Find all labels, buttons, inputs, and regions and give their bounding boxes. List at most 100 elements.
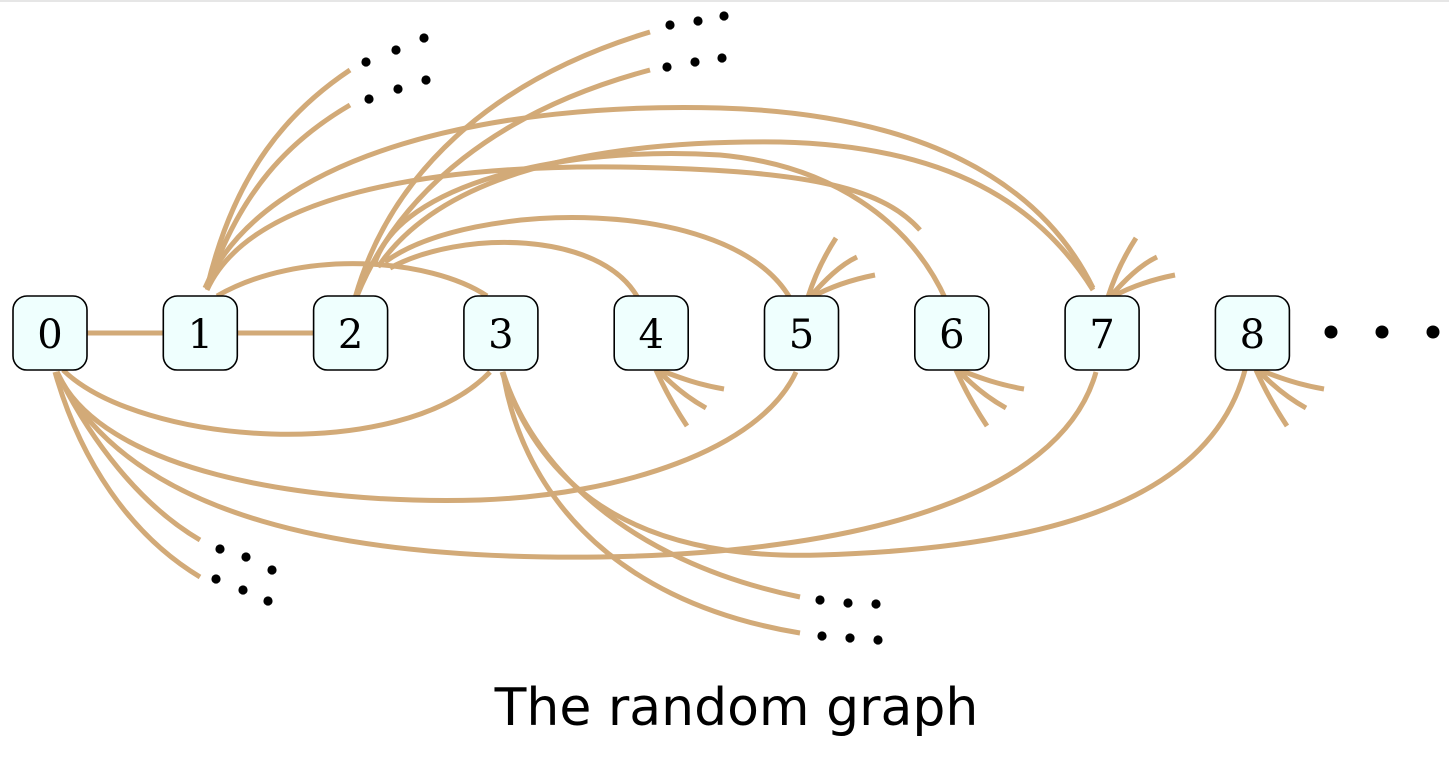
- edge-stub-6-fan-b: [956, 368, 1008, 411]
- node-label-8: 8: [1240, 312, 1265, 358]
- ellipsis-2-upper-dot-2: [693, 16, 703, 26]
- ellipsis-0-upper: [215, 544, 277, 575]
- node-label-1: 1: [188, 312, 213, 358]
- edge-stub-2-up-a: [352, 29, 651, 299]
- ellipsis-2-upper: [665, 11, 729, 30]
- edge-stub-3-down-b: [500, 371, 801, 636]
- ellipsis-1-lower-dot-3: [421, 75, 431, 85]
- ellipsis-1-lower-dot-2: [393, 84, 403, 94]
- edge-stub-8-fan-a: [1253, 368, 1290, 428]
- edge-stub-6-fan-a: [953, 368, 990, 428]
- edge-stub-8-fan-b: [1256, 368, 1308, 411]
- edge-stub-4-fan-c: [659, 367, 725, 392]
- edge-stub-1-up-b: [204, 102, 352, 289]
- ellipsis-0-lower: [211, 574, 273, 606]
- node-2: 2: [312, 295, 389, 371]
- edge-stubs-layer: [52, 29, 1325, 636]
- node-box-4: [613, 295, 690, 371]
- node-box-6: [913, 295, 990, 371]
- edge-stub-8-fan-c: [1259, 367, 1325, 392]
- edge-stub-6-fan-c: [959, 367, 1025, 392]
- edge-2-4: [388, 239, 641, 300]
- ellipsis-dots-layer: [211, 11, 1440, 645]
- ellipsis-0-lower-dot-3: [263, 596, 273, 606]
- edge-stub-7-fan-c: [1110, 272, 1176, 300]
- edge-1-7: [202, 105, 1096, 290]
- edge-stub-7-fan-a: [1105, 236, 1139, 298]
- edge-stub-3-down-a: [500, 371, 801, 600]
- ellipsis-2-upper-dot-1: [665, 20, 675, 30]
- edge-stub-5-fan-a: [805, 236, 839, 298]
- ellipsis-3-lower-dot-3: [873, 635, 883, 645]
- node-label-4: 4: [638, 312, 663, 358]
- node-box-0: [12, 295, 88, 371]
- edge-0-3: [61, 368, 492, 437]
- top-border: [0, 0, 1449, 2]
- ellipsis-continuation: [1324, 325, 1440, 339]
- ellipsis-3-upper-dot-1: [815, 595, 825, 605]
- edge-stub-0-down-a: [54, 370, 202, 543]
- ellipsis-1-upper-dot-3: [419, 33, 429, 43]
- ellipsis-0-lower-dot-1: [211, 574, 221, 584]
- ellipsis-0-upper-dot-3: [267, 565, 277, 575]
- ellipsis-3-lower: [817, 631, 883, 645]
- ellipsis-3-lower-dot-2: [845, 633, 855, 643]
- node-box-8: [1214, 295, 1291, 371]
- edge-2-7: [375, 139, 1096, 292]
- ellipsis-0-upper-dot-1: [215, 544, 225, 554]
- node-7: 7: [1064, 295, 1140, 371]
- node-0: 0: [12, 295, 88, 371]
- ellipsis-2-lower-dot-3: [717, 53, 727, 63]
- ellipsis-1-upper-dot-1: [361, 57, 371, 67]
- edge-stub-7-fan-b: [1108, 254, 1159, 299]
- ellipsis-1-lower: [364, 75, 431, 104]
- edge-stub-5-fan-b: [808, 254, 859, 299]
- edge-stub-1-up-a: [204, 67, 352, 289]
- node-box-7: [1064, 295, 1140, 371]
- ellipsis-0-upper-dot-2: [241, 552, 251, 562]
- node-label-2: 2: [338, 312, 363, 358]
- node-3: 3: [463, 295, 539, 371]
- ellipsis-2-upper-dot-3: [719, 11, 729, 21]
- ellipsis-3-upper-dot-3: [871, 599, 881, 609]
- node-box-5: [763, 295, 840, 371]
- ellipsis-2-lower: [662, 53, 727, 72]
- node-box-2: [312, 295, 389, 371]
- ellipsis-continuation-dot-1: [1324, 325, 1338, 339]
- ellipsis-0-lower-dot-2: [238, 585, 248, 595]
- edge-2-6: [372, 150, 949, 302]
- edge-1-6: [204, 164, 922, 292]
- edge-stub-4-fan-b: [656, 368, 708, 411]
- ellipsis-continuation-dot-2: [1375, 325, 1389, 339]
- node-label-3: 3: [488, 312, 513, 358]
- edge-1-3: [215, 261, 489, 299]
- node-box-3: [463, 295, 539, 371]
- edge-0-5: [54, 370, 799, 503]
- node-1: 1: [162, 295, 239, 371]
- ellipsis-2-lower-dot-1: [662, 62, 672, 72]
- edge-stub-5-fan-c: [810, 272, 876, 300]
- node-label-5: 5: [789, 312, 814, 358]
- ellipsis-3-lower-dot-1: [817, 631, 827, 641]
- edge-0-7: [54, 370, 1099, 560]
- ellipsis-continuation-dot-3: [1426, 325, 1440, 339]
- ellipsis-1-lower-dot-1: [364, 94, 374, 104]
- diagram-caption: The random graph: [494, 678, 979, 738]
- edge-stub-2-up-b: [354, 67, 651, 297]
- node-label-0: 0: [37, 312, 62, 358]
- node-label-6: 6: [939, 312, 964, 358]
- node-6: 6: [913, 295, 990, 371]
- nodes-layer: 0 1 2 3 4 5 6 7 8: [12, 295, 1291, 371]
- node-label-7: 7: [1089, 312, 1114, 358]
- node-4: 4: [613, 295, 690, 371]
- ellipsis-3-upper-dot-2: [843, 598, 853, 608]
- ellipsis-1-upper: [361, 33, 429, 67]
- node-box-1: [162, 295, 239, 371]
- node-8: 8: [1214, 295, 1291, 371]
- edge-stub-0-down-b: [52, 371, 202, 580]
- edge-2-5: [383, 215, 793, 300]
- node-5: 5: [763, 295, 840, 371]
- ellipsis-1-upper-dot-2: [391, 45, 401, 55]
- ellipsis-2-lower-dot-2: [690, 57, 700, 67]
